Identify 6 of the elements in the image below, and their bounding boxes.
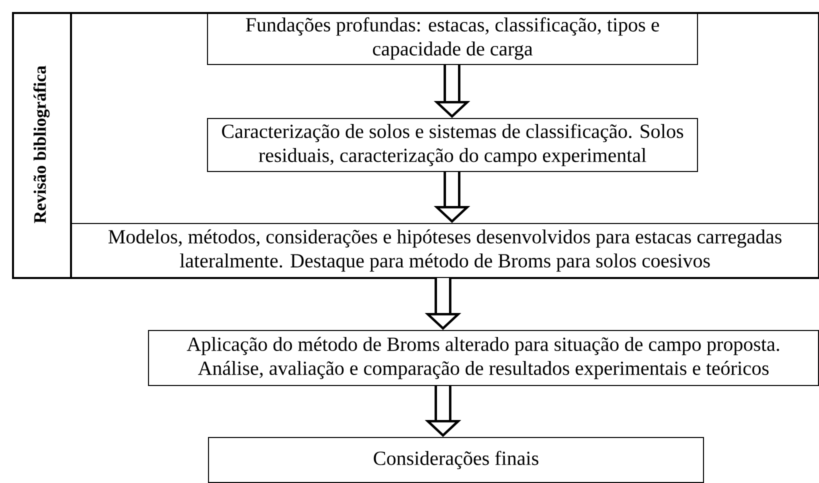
process-box: Fundações profundas: estacas, classificação, tipos e capacidade de carga [207, 12, 698, 65]
process-box: Caracterização de solos e sistemas de classificação. Solos residuais, caracterização do campo experimental [207, 118, 698, 172]
process-box: Aplicação do método de Broms alterado para situação de campo proposta. Análise, avaliação e comparação de resultados experimentais e teóricos [148, 330, 819, 386]
process-box: Considerações finais [208, 437, 704, 483]
section-heading: Revisão bibliográfica [33, 66, 50, 224]
process-box: Modelos, métodos, considerações e hipóteses desenvolvidos para estacas carregadas lateralmente. Destaque para método de Broms para solos coesivos [71, 223, 819, 278]
